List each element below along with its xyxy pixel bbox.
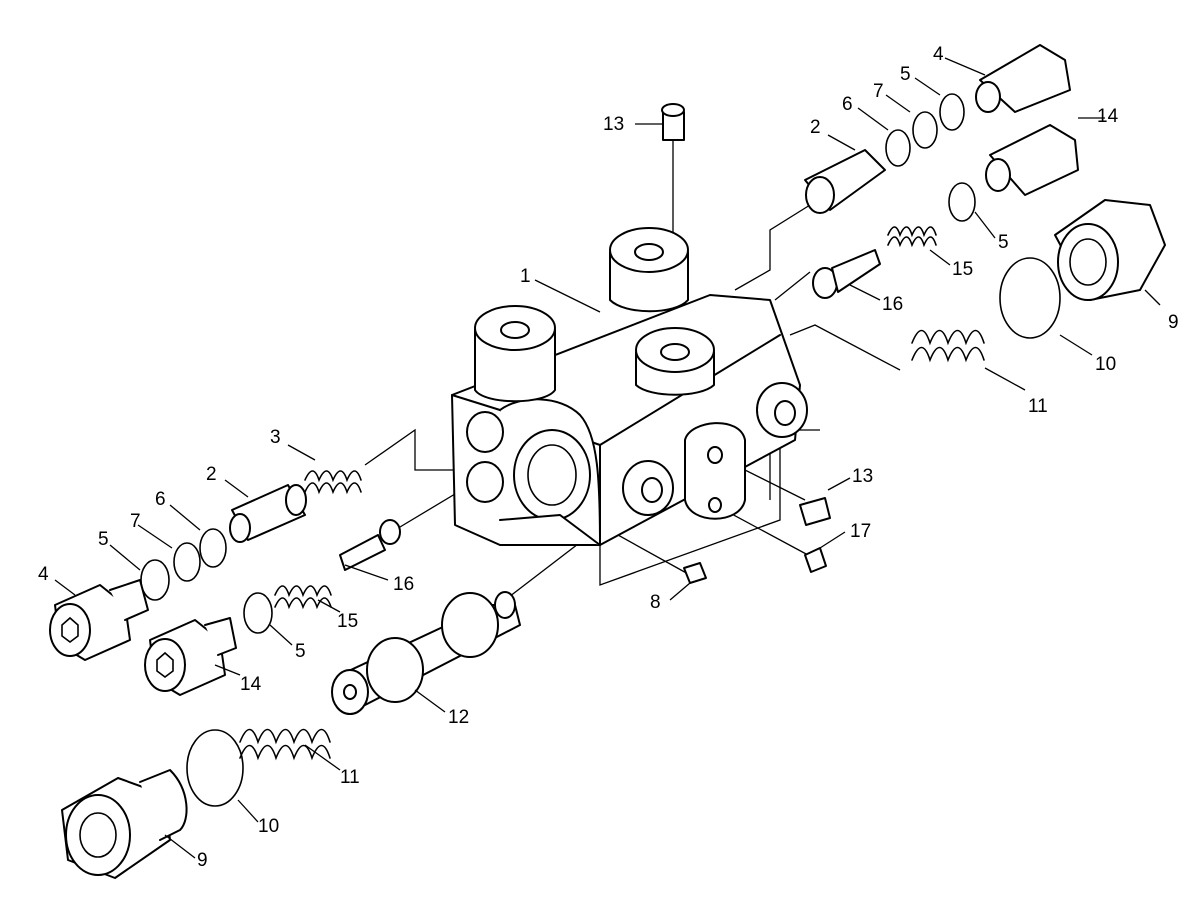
callout-5: 5 (900, 64, 911, 85)
callout-12: 12 (448, 707, 469, 728)
callout-leaders (54, 57, 1161, 859)
callout-16: 16 (393, 574, 414, 595)
callout-3: 3 (270, 427, 281, 448)
callout-11: 11 (340, 767, 360, 788)
callout-6: 6 (155, 489, 166, 510)
callout-7: 7 (130, 511, 141, 532)
callout-13: 13 (852, 466, 873, 487)
callout-10: 10 (258, 816, 279, 837)
callout-14: 14 (1097, 106, 1119, 127)
callout-16: 16 (882, 294, 903, 315)
callout-5: 5 (98, 529, 109, 550)
callout-2: 2 (810, 117, 821, 138)
callout-8: 8 (650, 592, 661, 613)
callout-4: 4 (38, 564, 49, 585)
right-parts (661, 44, 1166, 584)
callout-1: 1 (520, 266, 531, 287)
valve-body (451, 227, 808, 546)
callout-6: 6 (842, 94, 853, 115)
callout-5: 5 (998, 232, 1009, 253)
callout-15: 15 (337, 611, 358, 632)
left-parts (49, 470, 521, 879)
callout-14: 14 (240, 674, 262, 695)
callout-4: 4 (933, 44, 944, 65)
callout-labels: 1 2 2 3 4 4 5 5 5 5 6 6 7 7 8 9 9 10 10 … (38, 44, 1179, 871)
callout-15: 15 (952, 259, 973, 280)
callout-7: 7 (873, 81, 884, 102)
callout-10: 10 (1095, 354, 1116, 375)
callout-5: 5 (295, 641, 306, 662)
callout-9: 9 (197, 850, 208, 871)
callout-9: 9 (1168, 312, 1179, 333)
callout-2: 2 (206, 464, 217, 485)
callout-11: 11 (1028, 396, 1048, 417)
callout-17: 17 (850, 521, 871, 542)
callout-13: 13 (603, 114, 624, 135)
